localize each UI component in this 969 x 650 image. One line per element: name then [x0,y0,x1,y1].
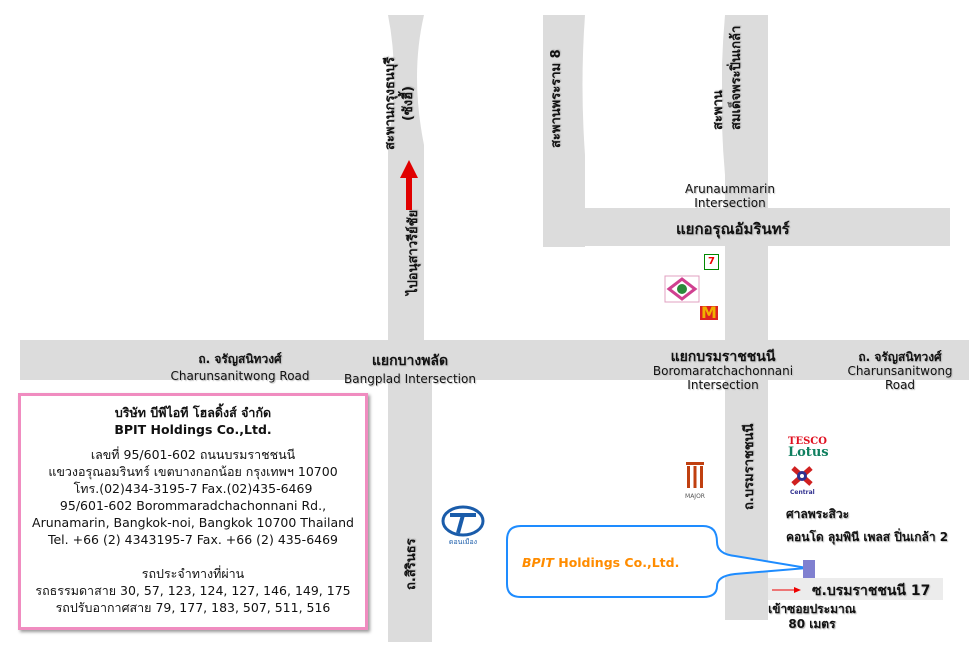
road-boromarat [725,380,768,620]
company-callout [506,525,808,598]
central-logo: Central [790,466,815,496]
callout-company-name: BPIT Holdings Co.,Ltd. [522,555,680,570]
svg-text:ดอนเมือง: ดอนเมือง [449,538,477,545]
company-location-marker [803,560,815,578]
address-line: เลขที่ 95/601-602 ถนนบรมราชชนนี [90,447,296,462]
road-rama8-bridge [543,15,585,247]
address-line: แขวงอรุณอมรินทร์ เขตบางกอกน้อย กรุงเทพฯ … [48,464,338,479]
tollway-logo-icon: ดอนเมือง [441,505,485,545]
seven-eleven-icon: 7 [704,254,719,270]
bus-title: รถประจำทางที่ผ่าน [141,566,245,581]
bus-regular: รถธรรมดาสาย 30, 57, 123, 124, 127, 146, … [35,583,351,598]
label-charunsanitwong-left: ถ. จรัญสนิทวงศ์Charunsanitwong Road [170,352,310,383]
label-shrine: ศาลพระสิวะ [786,507,850,521]
company-name-th: บริษัท บีพีไอที โฮลดิ้งส์ จำกัด [114,405,272,420]
bus-aircon: รถปรับอากาศสาย 79, 177, 183, 507, 511, 5… [55,600,331,615]
label-boromarat-road: ถ.บรมราชชนนี [742,423,757,510]
road-charunsanitwong [20,340,969,380]
road-soi17 [768,578,943,600]
label-to-monument: ไปอนุสาวรีย์ชัย [406,209,421,295]
railway-logo-icon [664,275,700,303]
svg-text:MAJOR: MAJOR [685,493,705,500]
label-rama8-bridge: สะพานพระราม 8 [549,49,564,148]
label-arun-th: แยกอรุณอัมรินทร์ [676,220,790,238]
major-cineplex-icon: MAJOR [685,462,705,500]
phone-en: Tel. +66 (2) 4343195-7 Fax. +66 (2) 435-… [47,532,339,547]
company-name-en: BPIT Holdings Co.,Ltd. [114,422,272,437]
company-info-box: บริษัท บีพีไอที โฮลดิ้งส์ จำกัด BPIT Hol… [18,393,368,630]
label-soi17: ซ.บรมราชชนนี 17 [812,583,931,599]
mcdonalds-icon: M [700,303,718,322]
arrow-right-icon [772,587,801,593]
road-sirindhorn [388,380,432,642]
arrow-up-icon [400,160,418,210]
road-pinklao-bridge [722,15,768,345]
address-line: Arunamarin, Bangkok-noi, Bangkok 10700 T… [32,515,354,530]
address-line: 95/601-602 Borommaradchachonnani Rd., [59,498,327,513]
label-sirindhorn: ถ.สิรินธร [404,538,419,590]
label-condo: คอนโด ลุมพินี เพลส ปิ่นเกล้า 2 [786,530,949,544]
phone-th: โทร.(02)434-3195-7 Fax.(02)435-6469 [73,481,313,496]
label-krungthon-bridge: สะพานกรุงธนบุรี(ซังฮี้) [383,57,416,150]
label-pinklao-bridge: สะพานสมเด็จพระปิ่นเกล้า [711,25,744,130]
